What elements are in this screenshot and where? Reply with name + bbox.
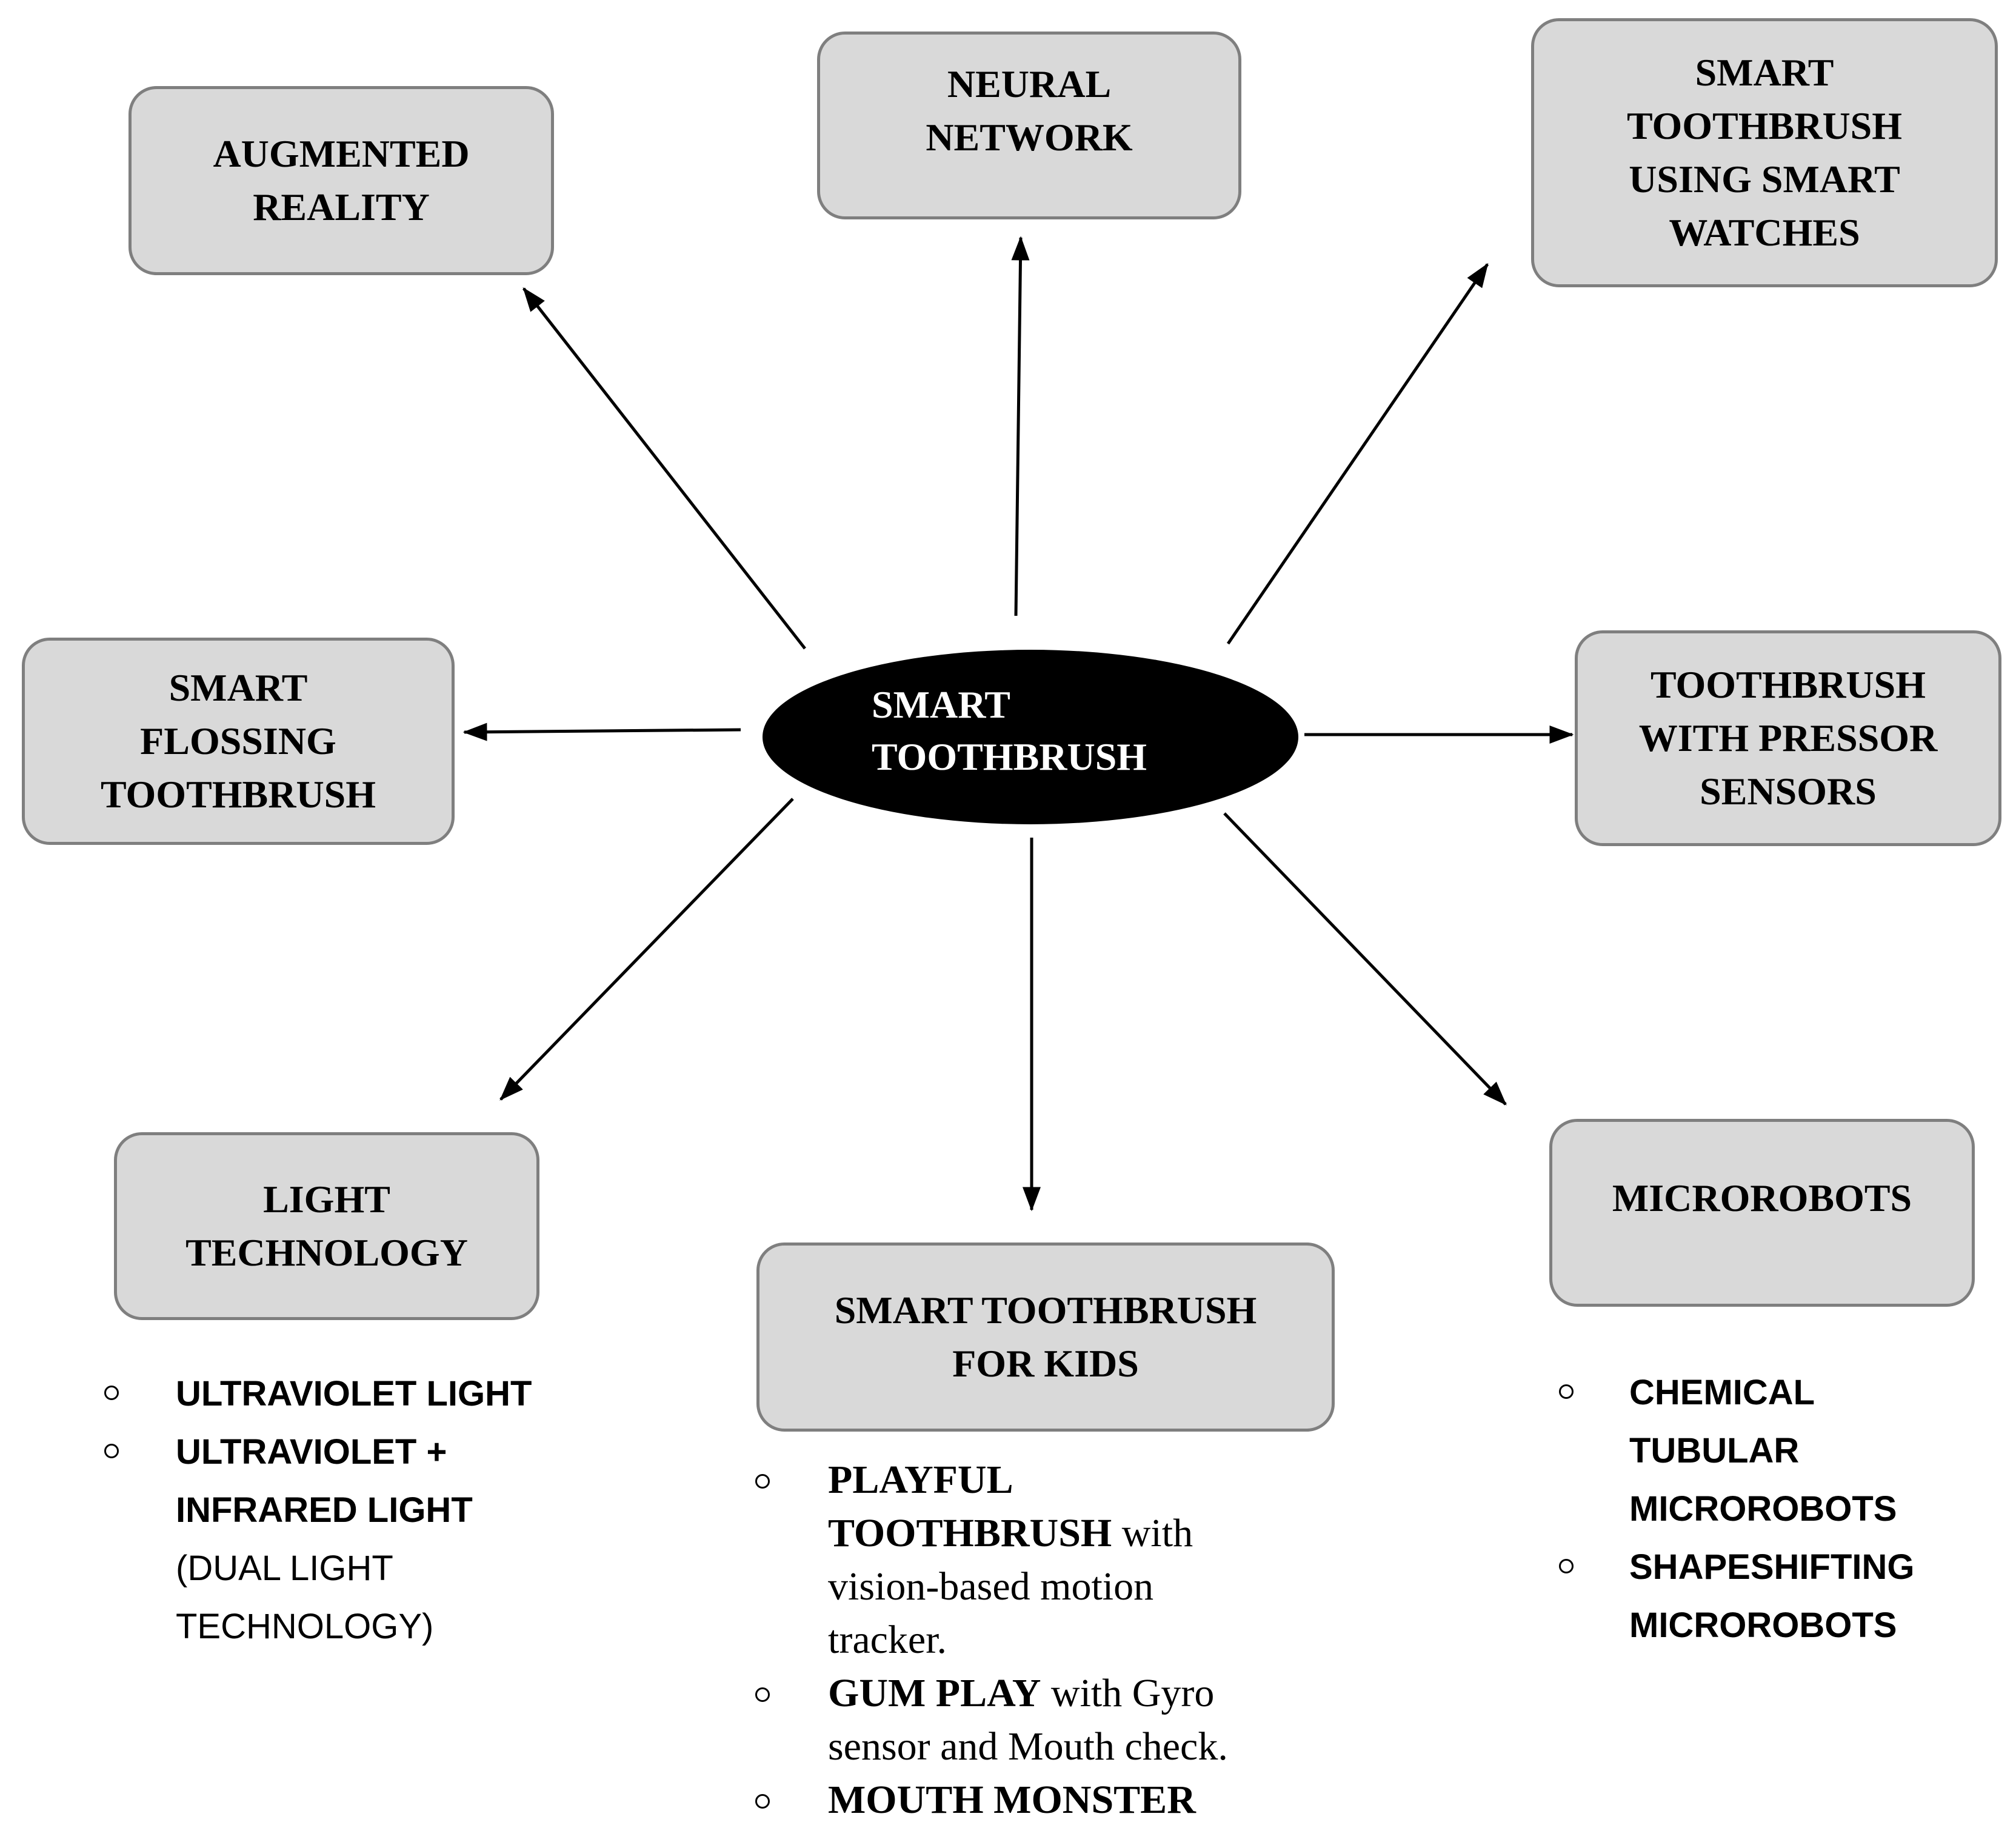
list-item-note: (DUAL LIGHT [176,1549,393,1588]
node-augmented-reality: AUGMENTED REALITY [129,86,554,275]
node-line: NETWORK [926,116,1133,159]
list-item: GUM PLAY with Gyro sensor and Mouth chec… [755,1667,1361,1773]
node-line: TOOTHBRUSH [100,773,376,816]
list-item-bold-text: PLAYFUL [828,1458,1013,1502]
node-line: LIGHT [263,1178,390,1221]
node-line: REALITY [253,185,430,228]
list-item: ULTRAVIOLET + INFRARED LIGHT (DUAL LIGHT… [104,1423,577,1656]
hollow-bullet-icon [755,1474,770,1489]
arrow-to-microrobots [1223,812,1507,1106]
list-item: PLAYFUL TOOTHBRUSH with vision-based mot… [755,1453,1361,1667]
list-item-text: INFRARED LIGHT [176,1490,473,1530]
list-item: ULTRAVIOLET LIGHT [104,1365,577,1423]
node-line: WITH PRESSOR [1638,716,1938,759]
list-item-text: TUBULAR [1629,1431,1800,1470]
list-item-text: with [1112,1511,1193,1555]
node-line: NEURAL [947,62,1112,105]
node-line: SENSORS [1700,770,1877,813]
list-item-text: vision-based motion [828,1564,1154,1609]
list-item-bold-text: TOOTHBRUSH [828,1511,1112,1555]
node-smartwatch-toothbrush: SMART TOOTHBRUSH USING SMART WATCHES [1531,18,1998,287]
arrow-to-flossing [462,722,741,741]
node-line: SMART TOOTHBRUSH [834,1289,1257,1332]
list-item-text: CHEMICAL [1629,1373,1815,1412]
node-smart-flossing: SMART FLOSSING TOOTHBRUSH [22,638,455,845]
node-pressor-sensors: TOOTHBRUSH WITH PRESSOR SENSORS [1575,630,2001,846]
hollow-bullet-icon [1559,1384,1574,1399]
arrow-to-augmented-reality [522,287,806,650]
node-line: SMART [169,666,308,709]
node-line: AUGMENTED [213,132,470,175]
list-item-text: with Gyro [1041,1671,1215,1715]
hollow-bullet-icon [755,1794,770,1809]
list-item-text: tracker. [828,1618,947,1662]
hollow-bullet-icon [755,1687,770,1702]
central-node-smart-toothbrush: SMART TOOTHBRUSH [763,650,1298,824]
node-line: WATCHES [1669,211,1860,254]
light-technology-list: ULTRAVIOLET LIGHT ULTRAVIOLET + INFRARED… [104,1365,577,1656]
list-item-bold-text: GUM PLAY [828,1671,1041,1715]
central-node-line: SMART [872,683,1010,726]
hollow-bullet-icon [1559,1559,1574,1573]
central-node-line: TOOTHBRUSH [872,735,1147,778]
list-item-text: sensor and Mouth check. [828,1724,1228,1769]
arrow-to-light-technology [499,798,794,1101]
kids-toothbrush-list: PLAYFUL TOOTHBRUSH with vision-based mot… [755,1453,1361,1827]
node-line: TOOTHBRUSH [1650,663,1926,706]
list-item: CHEMICAL TUBULAR MICROROBOTS [1559,1364,2008,1538]
arrow-to-smartwatch [1226,262,1489,645]
list-item-bold-text: MOUTH MONSTER [828,1778,1196,1822]
list-item-text: MICROROBOTS [1629,1489,1897,1529]
node-neural-network: NEURAL NETWORK [817,32,1241,219]
node-line: SMART [1695,51,1834,94]
node-line: TECHNOLOGY [185,1231,468,1274]
list-item: SHAPESHIFTING MICROROBOTS [1559,1538,2008,1655]
node-light-technology: LIGHT TECHNOLOGY [114,1132,539,1320]
node-kids-toothbrush: SMART TOOTHBRUSH FOR KIDS [756,1243,1335,1432]
node-line: FLOSSING [140,719,336,762]
microrobots-list: CHEMICAL TUBULAR MICROROBOTS SHAPESHIFTI… [1559,1364,2008,1655]
node-line: USING SMART [1629,158,1900,201]
node-line: TOOTHBRUSH [1626,104,1903,147]
node-microrobots: MICROROBOTS [1549,1119,1975,1307]
list-item-text: MICROROBOTS [1629,1606,1897,1645]
list-item-note: TECHNOLOGY) [176,1607,434,1646]
arrow-to-neural-network [1011,236,1030,616]
list-item: MOUTH MONSTER [755,1773,1361,1827]
list-item-text: SHAPESHIFTING [1629,1547,1915,1587]
node-line: FOR KIDS [952,1342,1139,1385]
node-line: MICROROBOTS [1612,1176,1912,1219]
hollow-bullet-icon [104,1444,119,1458]
list-item-text: ULTRAVIOLET LIGHT [176,1374,532,1413]
hollow-bullet-icon [104,1386,119,1400]
list-item-text: ULTRAVIOLET + [176,1432,447,1472]
